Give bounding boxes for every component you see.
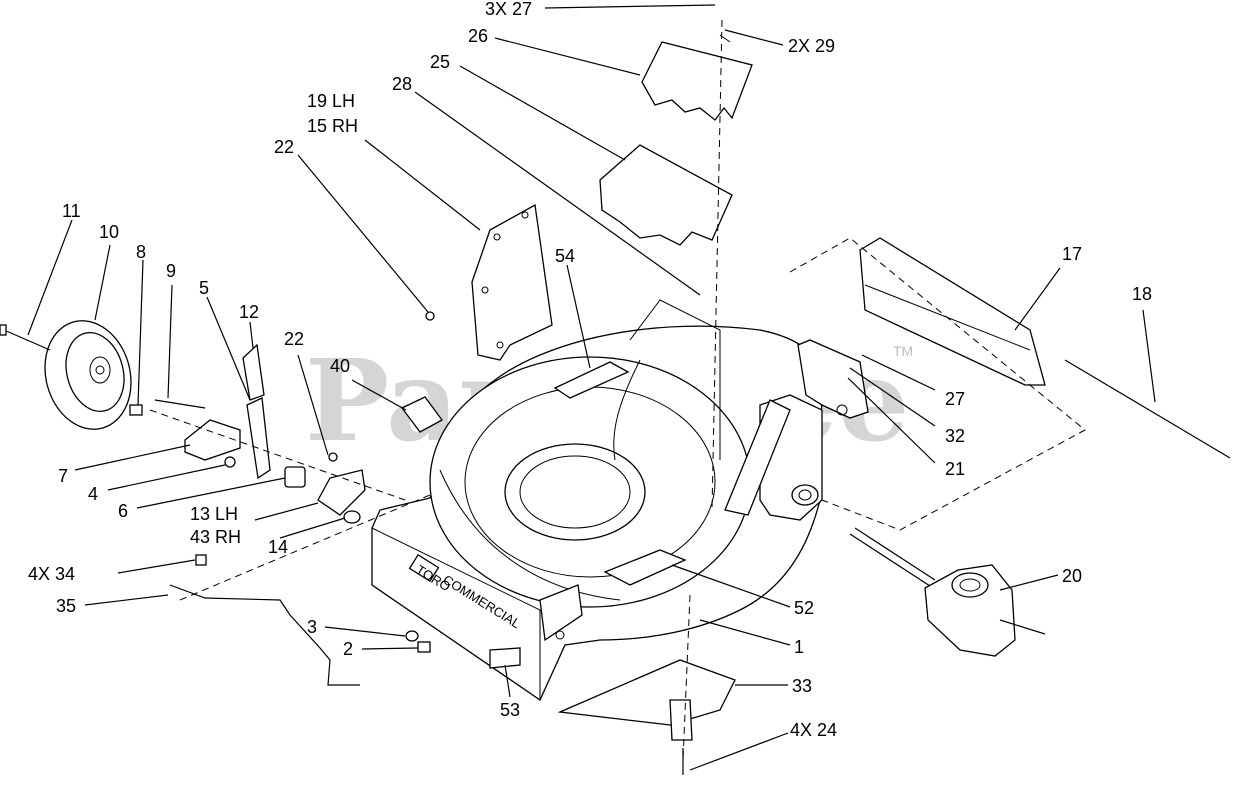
nut-34-part xyxy=(195,554,207,566)
callout-53: 53 xyxy=(500,700,520,720)
spacer-8-part xyxy=(129,404,143,416)
transmission-20-part xyxy=(849,527,1046,657)
assembly-line-axle xyxy=(149,409,406,501)
bushing-6-part xyxy=(284,466,306,488)
callout-3x27: 3X 27 xyxy=(485,0,532,19)
decal-53-part xyxy=(489,647,521,669)
bracket-5-part xyxy=(246,397,271,480)
decal-52-part xyxy=(603,549,687,586)
callout-21: 21 xyxy=(945,459,965,479)
callout-13lh: 13 LH xyxy=(190,504,238,524)
callout-12: 12 xyxy=(239,302,259,322)
callout-5: 5 xyxy=(199,278,209,298)
knob-12-part xyxy=(242,343,265,401)
callout-22a: 22 xyxy=(274,137,294,157)
callout-43rh: 43 RH xyxy=(190,527,241,547)
bracket-21-part xyxy=(797,339,869,419)
rod-18-part xyxy=(1064,359,1231,459)
nut-2-part xyxy=(417,641,431,653)
callout-40: 40 xyxy=(330,356,350,376)
assembly-line-vertical xyxy=(711,19,723,511)
assembly-line-baffle xyxy=(682,594,691,761)
callout-4x24: 4X 24 xyxy=(790,720,837,740)
callout-19lh: 19 LH xyxy=(307,91,355,111)
callout-labels: 3X 27 2X 29 26 25 28 19 LH 15 RH 22 54 1… xyxy=(28,0,1152,740)
callout-2x29: 2X 29 xyxy=(788,36,835,56)
callout-22b: 22 xyxy=(284,329,304,349)
assembly-line-rod xyxy=(179,494,431,601)
callout-17: 17 xyxy=(1062,244,1082,264)
callout-2: 2 xyxy=(343,639,353,659)
callout-27: 27 xyxy=(945,389,965,409)
wheel-10-part xyxy=(44,320,132,430)
bolt-9-part xyxy=(154,399,206,409)
bracket-7-part xyxy=(184,419,241,461)
callout-1: 1 xyxy=(794,637,804,657)
callout-15rh: 15 RH xyxy=(307,116,358,136)
callout-33: 33 xyxy=(792,676,812,696)
bolt-11-part xyxy=(3,329,51,351)
side-plate-19-15-part xyxy=(471,203,553,361)
shield-26-part xyxy=(641,34,753,121)
callout-4x34: 4X 34 xyxy=(28,564,75,584)
nut-4-part xyxy=(224,456,236,468)
height-rod-35-part xyxy=(169,584,360,686)
callout-18: 18 xyxy=(1132,284,1152,304)
callout-11: 11 xyxy=(62,201,81,221)
callout-9: 9 xyxy=(166,261,176,281)
bolt-11-head xyxy=(0,324,7,336)
callout-10: 10 xyxy=(99,222,119,242)
mower-deck-part: COMMERCIAL TORO xyxy=(371,299,823,701)
callout-28: 28 xyxy=(392,74,412,94)
callout-20: 20 xyxy=(1062,566,1082,586)
screw-22b-part xyxy=(328,452,338,462)
callout-26: 26 xyxy=(468,26,488,46)
cover-25-part xyxy=(599,144,733,246)
watermark-trademark: TM xyxy=(893,343,913,359)
callout-8: 8 xyxy=(136,242,146,262)
decal-40-part xyxy=(401,396,443,433)
callout-6: 6 xyxy=(118,501,128,521)
baffle-33-part xyxy=(557,659,736,741)
callout-52: 52 xyxy=(794,598,814,618)
screw-22a-part xyxy=(425,311,435,321)
callout-35: 35 xyxy=(56,596,76,616)
decal-54-part xyxy=(553,361,630,399)
callout-32: 32 xyxy=(945,426,965,446)
callout-25: 25 xyxy=(430,52,450,72)
washer-14-part xyxy=(343,510,361,524)
callout-14: 14 xyxy=(268,537,288,557)
washer-3-part xyxy=(405,630,419,642)
leader-lines xyxy=(27,4,1156,771)
callout-4: 4 xyxy=(88,484,98,504)
callout-3: 3 xyxy=(307,617,317,637)
guard-assembly-boundary xyxy=(789,237,1086,531)
callout-7: 7 xyxy=(58,466,68,486)
height-bracket-13-43-part xyxy=(317,469,366,516)
callout-54: 54 xyxy=(555,246,575,266)
